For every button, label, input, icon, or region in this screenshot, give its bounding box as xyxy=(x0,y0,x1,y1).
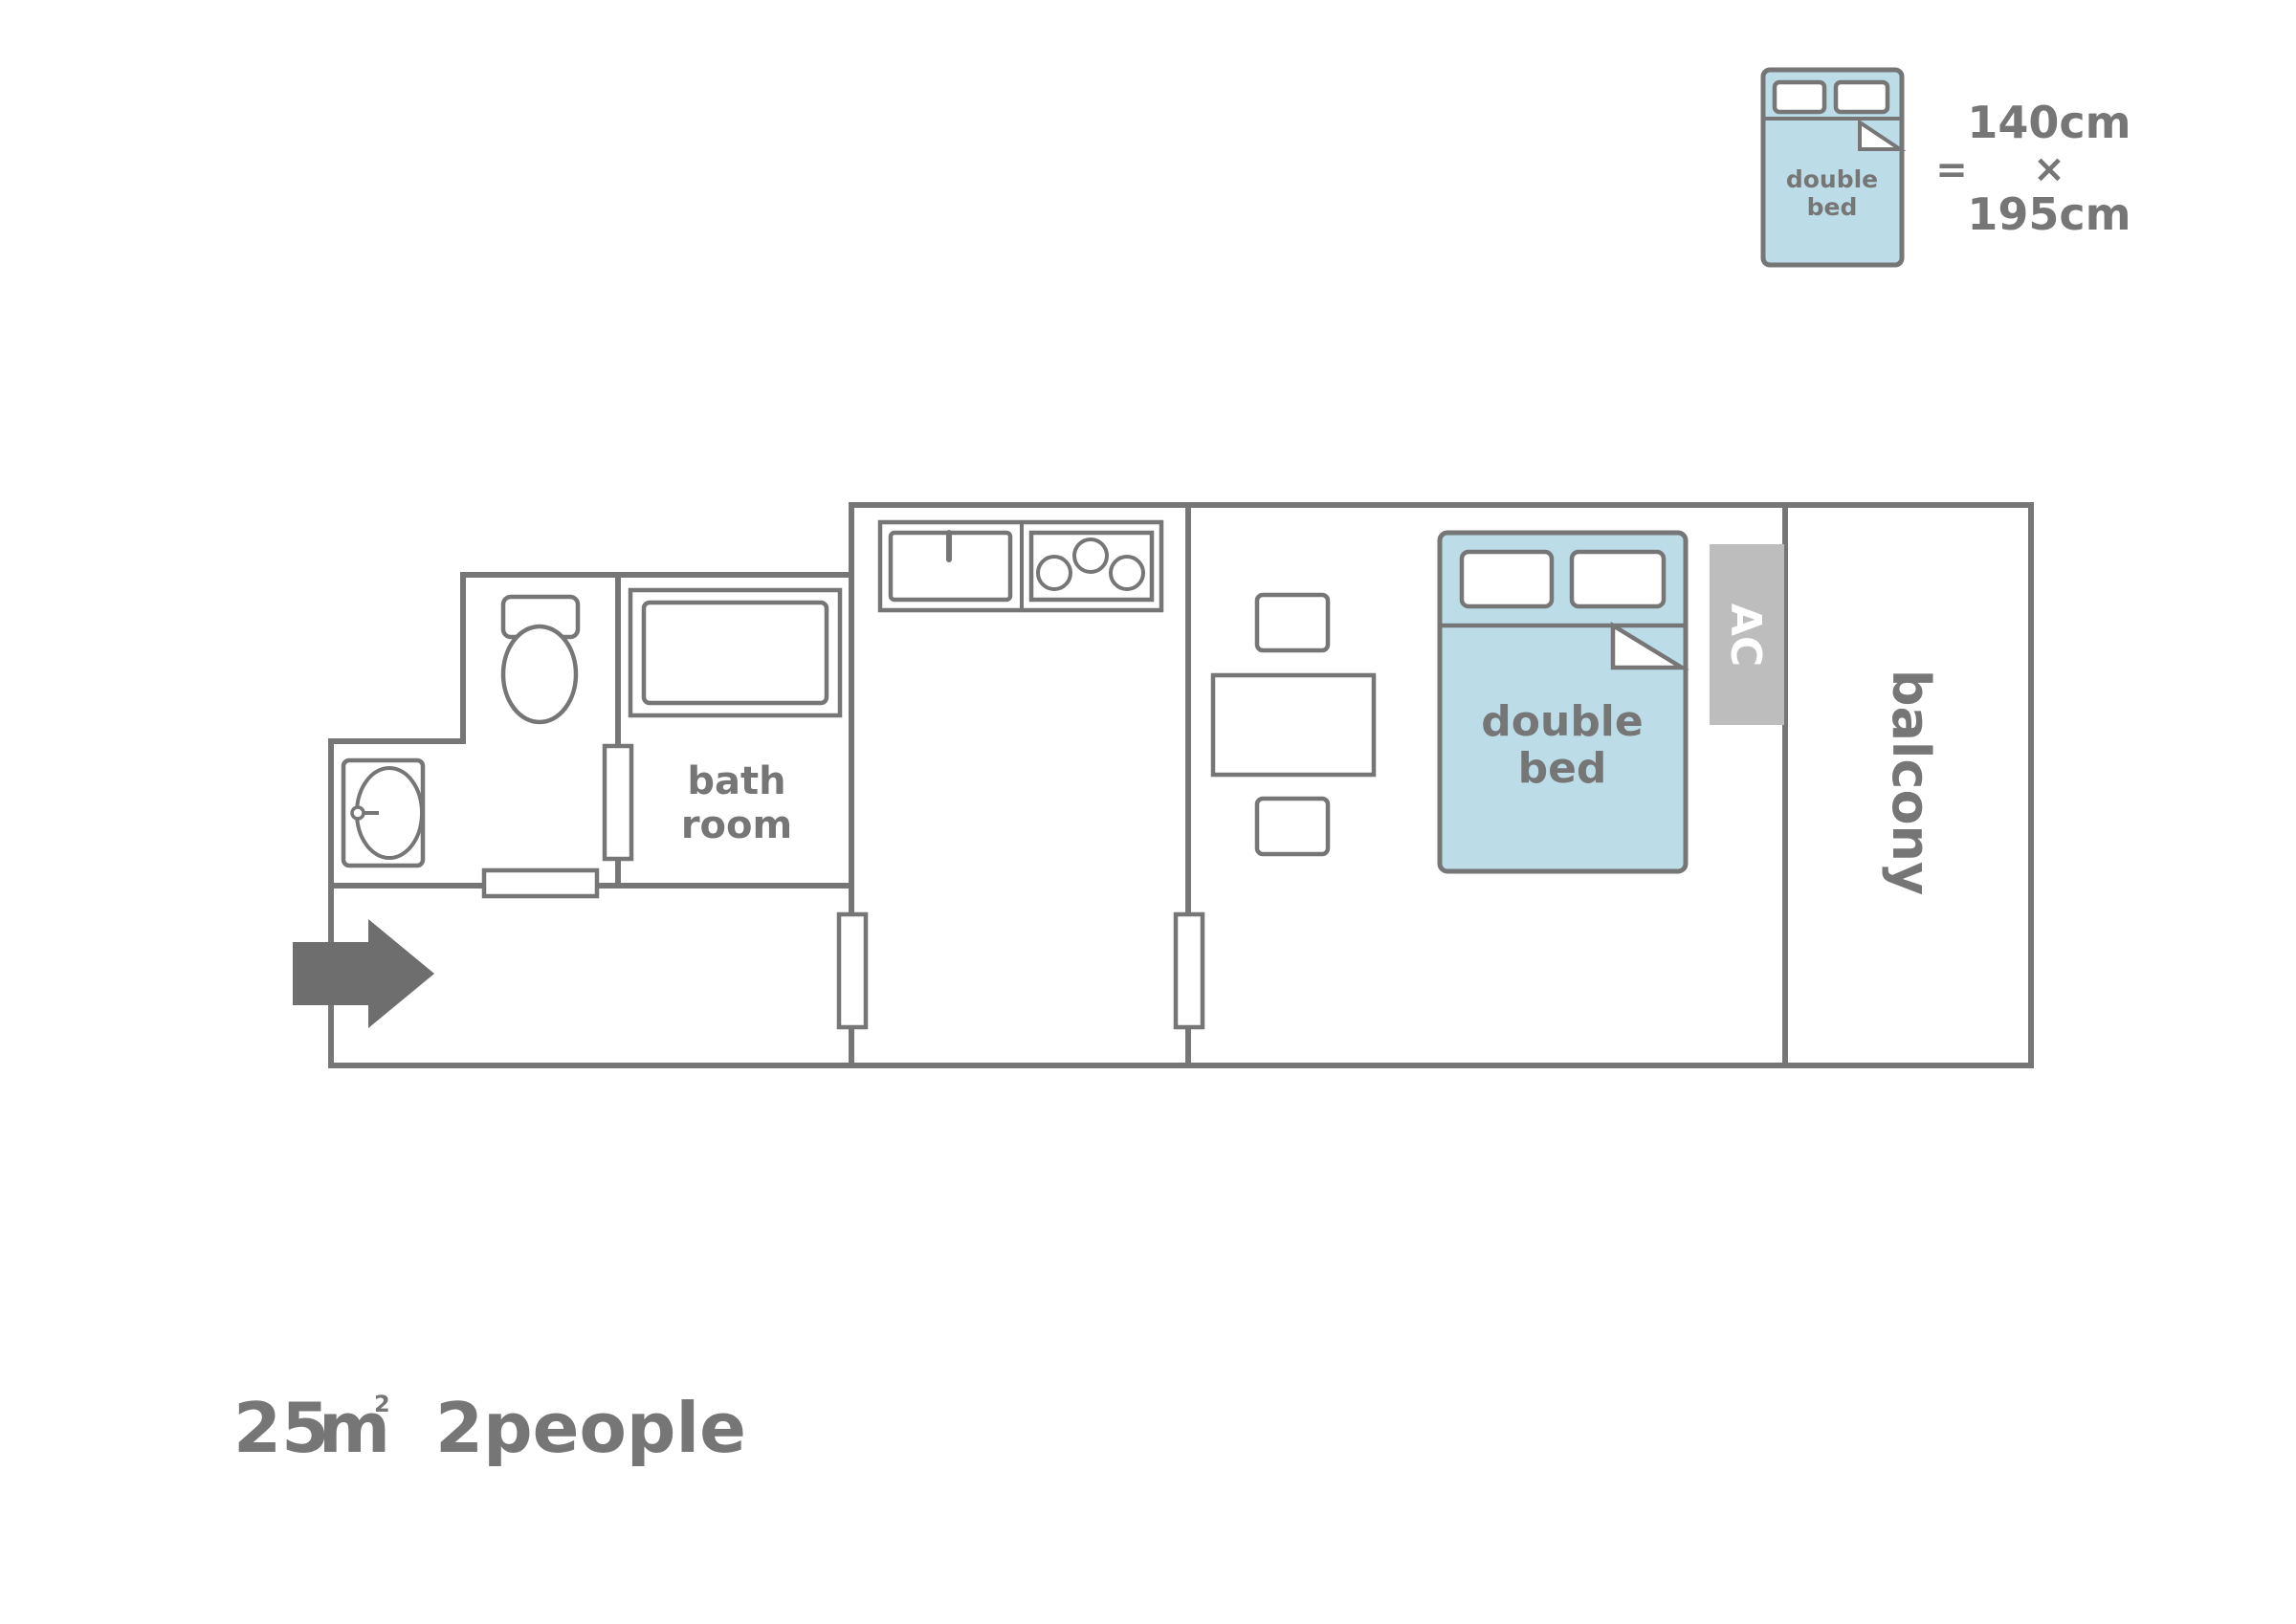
capacity: 2people xyxy=(435,1388,746,1468)
legend-width: 140cm xyxy=(1967,97,2130,148)
balcony-label: balcony xyxy=(1881,669,1941,895)
legend-equals: = xyxy=(1935,148,1968,192)
dining-set xyxy=(1210,592,1377,857)
bath-room-label-2: room xyxy=(681,803,792,847)
legend-bed-icon: double bed xyxy=(1760,67,1907,268)
legend-times: × xyxy=(2033,147,2065,191)
double-bed-label-1: double xyxy=(1481,697,1643,746)
legend-bed-label-1: double xyxy=(1786,165,1878,193)
ac-unit: AC xyxy=(1710,544,1784,725)
bath-room-label-1: bath xyxy=(687,759,785,803)
table-icon xyxy=(1210,672,1377,778)
kitchen-counter xyxy=(877,519,1164,613)
sink-icon xyxy=(341,757,426,868)
door-living xyxy=(1173,911,1205,1030)
legend-length: 195cm xyxy=(1967,188,2130,240)
bathtub-icon xyxy=(628,587,843,718)
entrance-arrow-icon xyxy=(293,919,434,1028)
doors xyxy=(481,743,1205,1030)
chair-icon xyxy=(1254,592,1331,653)
area-superscript: 2 xyxy=(374,1391,390,1417)
bed-icon xyxy=(1437,530,1689,874)
area-number: 25 xyxy=(233,1388,329,1468)
stove-icon xyxy=(1028,530,1155,603)
legend-bed-label-2: bed xyxy=(1807,193,1858,221)
room-summary: 25 m 2 2people xyxy=(233,1388,746,1468)
area-unit: m xyxy=(319,1388,390,1468)
legend: double bed = 140cm × 195cm xyxy=(1760,67,2131,268)
door-washroom xyxy=(481,867,600,899)
ac-label: AC xyxy=(1721,604,1770,667)
chair-icon xyxy=(1254,796,1331,857)
double-bed-label-2: bed xyxy=(1518,744,1607,793)
toilet-icon xyxy=(500,594,581,725)
door-kitchen xyxy=(836,911,869,1030)
door-toilet xyxy=(602,743,634,862)
